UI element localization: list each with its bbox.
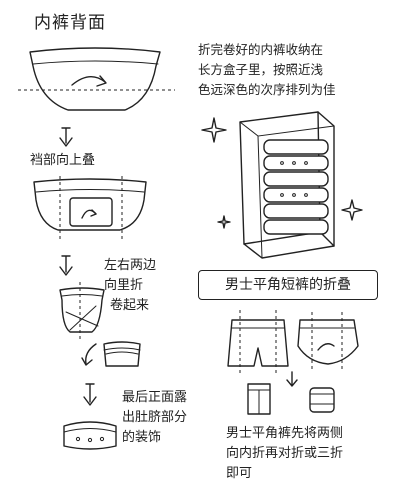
sides-fold-drawing (59, 282, 105, 342)
step-final-line3: 的装饰 (122, 430, 162, 445)
sparkle-icon (217, 215, 231, 229)
boxer-tip-line2: 向内折再对折或三折 (226, 446, 344, 461)
storage-tip-line3: 色远深色的次序排列为佳 (198, 82, 336, 97)
down-arrow-icon (59, 255, 73, 276)
final-roll-drawing (63, 421, 117, 450)
sparkle-icon (341, 199, 363, 221)
down-arrow-icon (59, 127, 73, 147)
boxer-folded-drawing (247, 383, 271, 415)
down-arrow-icon (286, 371, 298, 387)
step-crotch-fold-label: 裆部向上叠 (30, 153, 96, 168)
briefs-back-drawing (18, 47, 175, 111)
curved-arrow-icon (81, 343, 97, 366)
boxer-back-drawing (297, 312, 359, 372)
rolled-briefs-drawing (103, 341, 141, 367)
boxer-rolled-drawing (309, 387, 335, 413)
rolled-briefs-row (263, 139, 329, 235)
sparkle-icon (201, 117, 227, 143)
boxer-tip-line1: 男士平角裤先将两侧 (226, 426, 344, 441)
step-sides-fold-line3: 卷起来 (110, 298, 150, 313)
boxer-front-drawing (227, 310, 289, 374)
step-final-line2: 出肚脐部分 (122, 410, 188, 425)
page-title: 内裤背面 (34, 13, 106, 33)
step-sides-fold-line2: 向里折 (104, 278, 144, 293)
boxer-section-title: 男士平角短裤的折叠 (198, 270, 378, 300)
down-arrow-icon (83, 383, 97, 406)
storage-box-drawing (239, 111, 335, 259)
boxer-tip-line3: 即可 (226, 466, 253, 481)
storage-tip-line2: 长方盒子里，按照近浅 (198, 62, 324, 77)
boxer-section-title-text: 男士平角短裤的折叠 (225, 277, 351, 293)
step-final-line1: 最后正面露 (122, 390, 188, 405)
crotch-fold-drawing (33, 176, 147, 242)
step-sides-fold-line1: 左右两边 (104, 258, 157, 273)
storage-tip-line1: 折完卷好的内裤收纳在 (198, 42, 324, 57)
